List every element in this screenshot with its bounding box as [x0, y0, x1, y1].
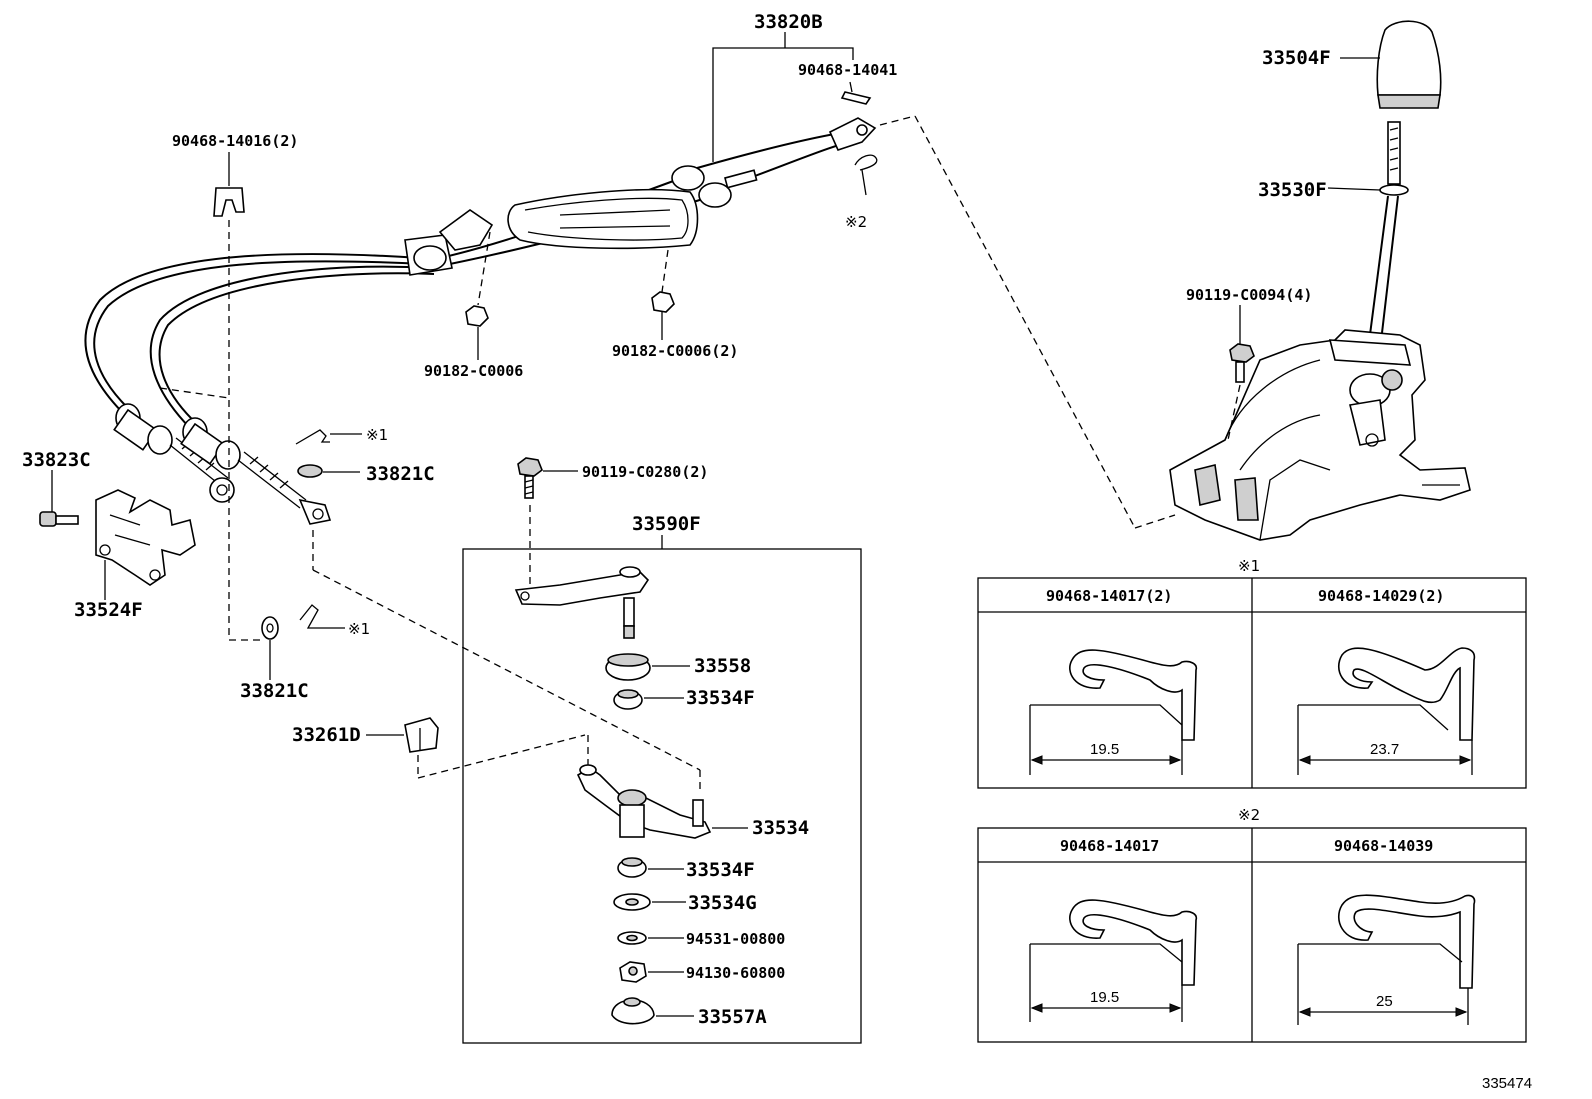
label-33534g: 33534G [688, 892, 757, 914]
detail-1-dim-right: 23.7 [1370, 741, 1399, 758]
figure-number: 335474 [1482, 1075, 1532, 1092]
label-33557a: 33557A [698, 1006, 767, 1028]
label-90119-c0280: 90119-C0280(2) [582, 463, 708, 481]
cap-33557a [611, 997, 694, 1025]
label-mark1-upper: ※1 [366, 426, 388, 444]
label-33820b: 33820B [754, 11, 823, 33]
bracket-33524f [95, 489, 196, 600]
clip-90468-14041 [840, 91, 872, 105]
lever-33534 [576, 735, 748, 839]
detail-2-dim-left: 19.5 [1090, 989, 1119, 1006]
clip-90468-14016 [213, 187, 245, 217]
collar-33534f-upper [613, 689, 684, 710]
bolt-90119-c0280 [517, 457, 578, 588]
label-33821c-lower: 33821C [240, 680, 309, 702]
washer-33534g [613, 893, 686, 911]
detail-2-dim-right: 25 [1376, 993, 1393, 1010]
label-90119-c0094: 90119-C0094(4) [1186, 286, 1312, 304]
label-90182-c0006: 90182-C0006 [424, 362, 523, 380]
shift-lever-33530f [1327, 121, 1409, 351]
label-mark2-top: ※2 [845, 213, 867, 231]
label-90468-14041: 90468-14041 [798, 61, 897, 79]
label-33261d: 33261D [292, 724, 361, 746]
detail-2-part-right: 90468-14039 [1334, 837, 1433, 855]
lever-arm-upper [514, 566, 650, 639]
label-mark1-lower: ※1 [348, 620, 370, 638]
nut-90182-c0006-2 [651, 249, 675, 340]
label-94531-00800: 94531-00800 [686, 930, 785, 948]
label-94130-60800: 94130-60800 [686, 964, 785, 982]
washer-94531-00800 [617, 931, 684, 945]
detail-table-1 [977, 577, 1527, 789]
cable-end-right [180, 417, 332, 525]
bushing-33261d [366, 717, 586, 779]
label-33534f-lower: 33534F [686, 859, 755, 881]
label-33823c: 33823C [22, 449, 91, 471]
label-33504f: 33504F [1262, 47, 1331, 69]
detail-1-dim-left: 19.5 [1090, 741, 1119, 758]
detail-1-part-left: 90468-14017(2) [1046, 587, 1172, 605]
box-33590f [462, 548, 862, 1044]
detail-table-2 [977, 827, 1527, 1043]
nut-90182-c0006 [465, 231, 491, 360]
label-33590f: 33590F [632, 513, 701, 535]
detail-1-marker: ※1 [1238, 557, 1260, 575]
label-33821c-upper: 33821C [366, 463, 435, 485]
label-90182-c0006-2: 90182-C0006(2) [612, 342, 738, 360]
shift-cable-assembly [84, 117, 877, 525]
detail-2-marker: ※2 [1238, 806, 1260, 824]
label-33534f-upper: 33534F [686, 687, 755, 709]
shift-knob-33504f [1340, 20, 1442, 109]
label-33524f: 33524F [74, 599, 143, 621]
nut-94130-60800 [619, 961, 684, 983]
detail-2-part-left: 90468-14017 [1060, 837, 1159, 855]
label-90468-14016: 90468-14016(2) [172, 132, 298, 150]
bolt-33823c [39, 470, 79, 527]
collar-33534f-lower [617, 857, 684, 878]
label-33534: 33534 [752, 817, 809, 839]
detail-1-part-right: 90468-14029(2) [1318, 587, 1444, 605]
label-33530f: 33530F [1258, 179, 1327, 201]
bushing-33558 [605, 653, 690, 681]
shift-lever-housing [1169, 329, 1471, 541]
label-33558: 33558 [694, 655, 751, 677]
bolt-90119-c0094 [1227, 305, 1255, 441]
